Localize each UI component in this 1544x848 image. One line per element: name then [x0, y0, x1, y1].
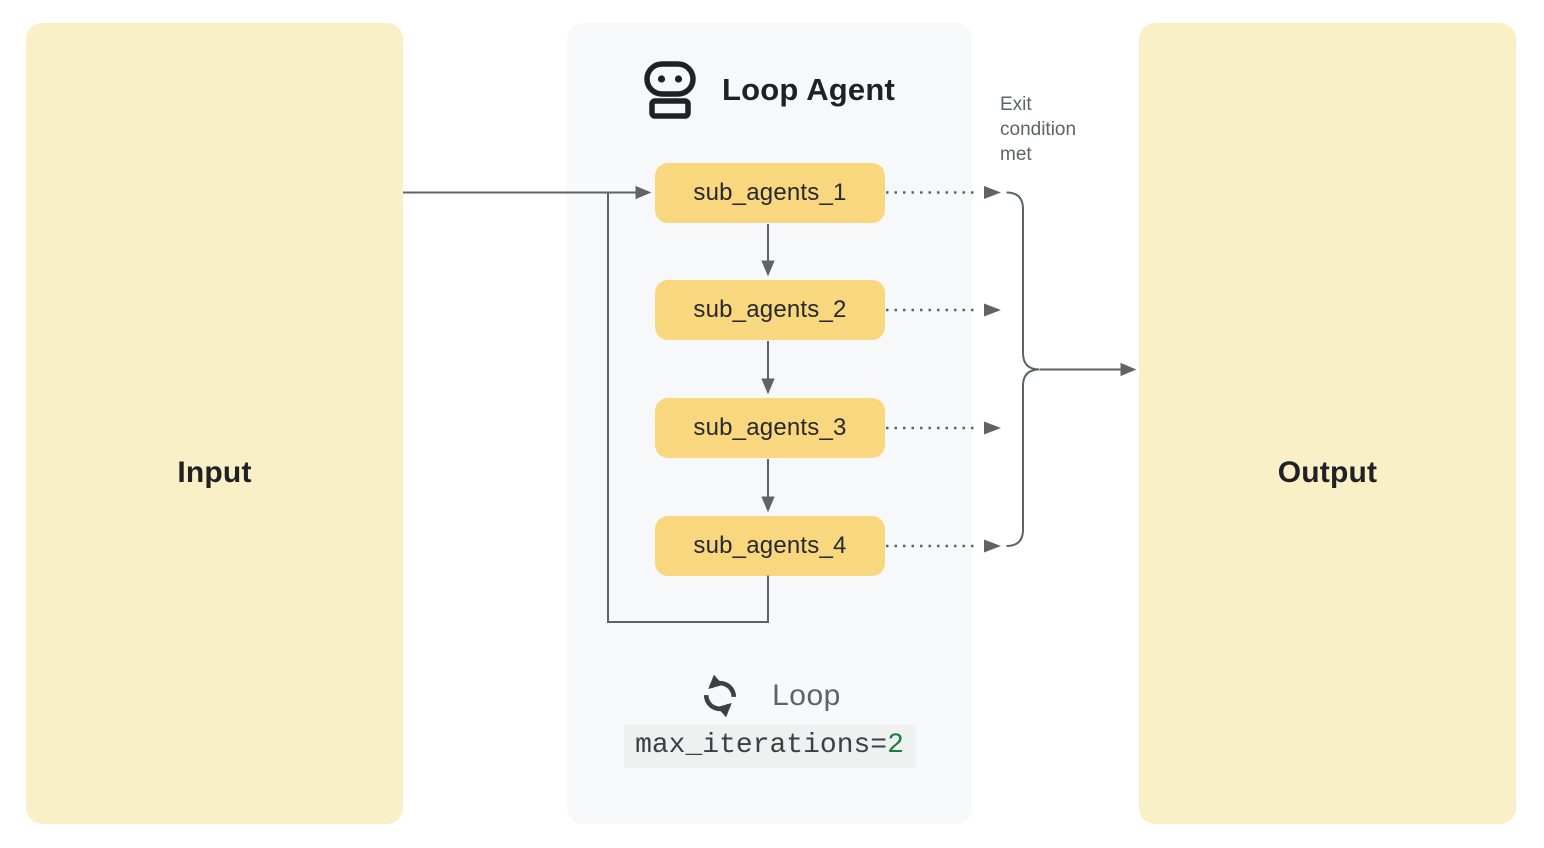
exit-arrowhead-4 [984, 539, 1001, 553]
sub-agent-label-1: sub_agents_1 [693, 179, 847, 206]
max-iterations-code: max_iterations=2 [623, 725, 916, 768]
sub-agent-label-2: sub_agents_2 [693, 296, 847, 323]
brace-top [1006, 191, 1040, 371]
output-box: Output [1139, 23, 1516, 824]
brace-bottom [1006, 368, 1040, 547]
sub-agent-label-4: sub_agents_4 [693, 532, 847, 559]
code-value: 2 [887, 730, 904, 761]
loop-agent-header: Loop Agent [567, 61, 972, 119]
loop-label: Loop [772, 679, 841, 712]
exit-arrowhead-1 [984, 186, 1001, 199]
exit-condition-label: Exit condition met [1000, 94, 1077, 165]
output-label: Output [1277, 456, 1378, 489]
loop-row: Loop [567, 673, 972, 719]
sub-agent-box-2: sub_agents_2 [655, 280, 885, 340]
loop-icon [704, 674, 737, 718]
code-text: max_iterations= [635, 730, 888, 761]
sub-agent-label-3: sub_agents_3 [693, 414, 847, 441]
exit-arrowhead-3 [984, 421, 1001, 435]
loop-agent-panel: Loop Agent sub_agents_1 sub_agents_2 sub… [567, 23, 972, 824]
sub-agent-box-3: sub_agents_3 [655, 398, 885, 458]
robot-icon [644, 61, 696, 119]
input-label: Input [177, 456, 252, 489]
sub-agent-box-4: sub_agents_4 [655, 516, 885, 576]
exit-arrowhead-2 [984, 303, 1001, 317]
input-box: Input [26, 23, 403, 824]
loop-agent-title: Loop Agent [721, 72, 896, 107]
sub-agent-box-1: sub_agents_1 [655, 163, 885, 223]
